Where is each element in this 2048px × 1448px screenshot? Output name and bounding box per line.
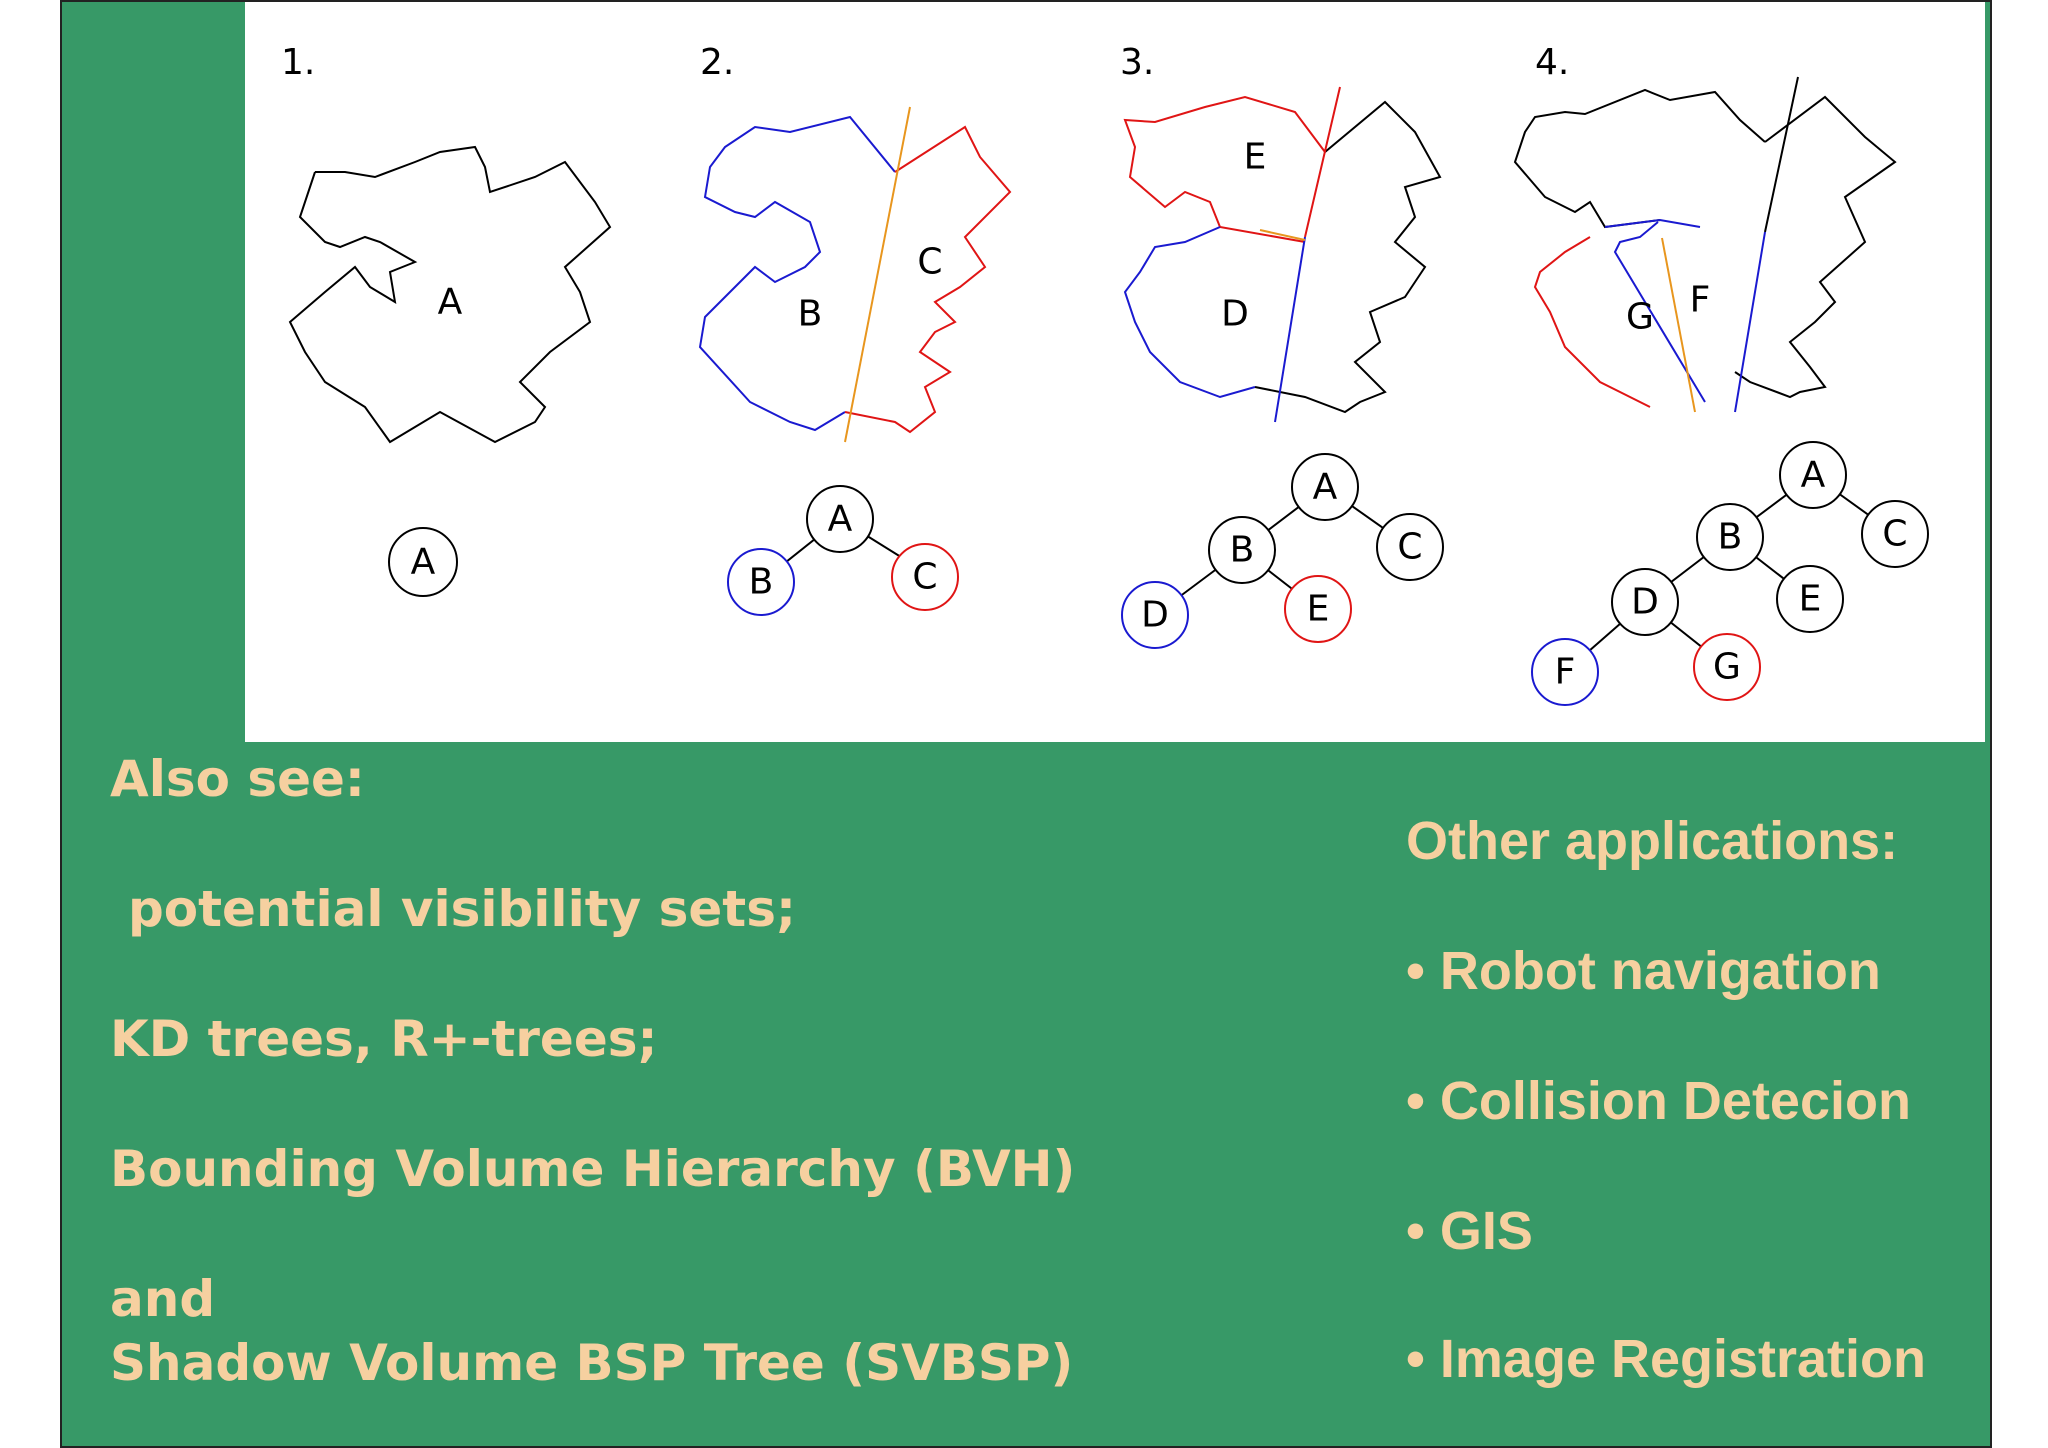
tree-node-d-label: D (1631, 582, 1659, 623)
tree-node-b-label: B (749, 562, 774, 603)
panel-2-split-line (844, 106, 911, 443)
region-label-d: D (1221, 294, 1249, 335)
region-label-c: C (917, 242, 942, 283)
tree-node-b-label: B (1718, 517, 1743, 558)
tree-node-e-label: E (1799, 579, 1822, 620)
tree-node-b (1208, 516, 1276, 584)
panel-number-4: 4. (1535, 42, 1569, 83)
tree-node-c-label: C (1397, 527, 1422, 568)
slide: 1. 2. 3. 4. A A B C (60, 0, 1992, 1448)
application-item-image-registration: • Image Registration (1406, 1329, 1927, 1389)
panel-3-tree: A B C D E (1121, 453, 1444, 649)
application-item-collision-detection: • Collision Detecion (1406, 1071, 1911, 1131)
tree-node-e-label: E (1307, 589, 1330, 630)
tree-node-c-label: C (1882, 514, 1907, 555)
tree-node-e (1284, 575, 1352, 643)
tree-node-c-label: C (912, 557, 937, 598)
tree-node-e (1776, 565, 1844, 633)
tree-node-b-label: B (1230, 530, 1255, 571)
also-see-item-5: Shadow Volume BSP Tree (SVBSP) (110, 1334, 1074, 1392)
panel-3-polygon (1123, 95, 1442, 414)
region-label-a: A (438, 282, 463, 323)
tree-node-f-label: F (1555, 652, 1576, 693)
tree-node-b (1696, 503, 1764, 571)
panel-3-split-orange (1259, 229, 1306, 241)
bsp-diagram: 1. 2. 3. 4. A A B C (281, 42, 1929, 706)
tree-node-a-label: A (828, 499, 853, 540)
region-label-g: G (1626, 297, 1654, 338)
region-label-f: F (1690, 280, 1711, 321)
panel-4-tree: A B C D E F G (1531, 441, 1929, 706)
tree-node-c (891, 543, 959, 611)
other-applications-heading: Other applications: (1406, 811, 1899, 871)
bsp-figure: 1. 2. 3. 4. A A B C (245, 2, 1985, 742)
panel-4-split-orange (1661, 237, 1696, 413)
tree-node-a (806, 485, 874, 553)
application-item-gis: • GIS (1406, 1201, 1533, 1261)
panel-1-tree: A (388, 527, 458, 597)
panel-2-polygon (698, 115, 1012, 434)
tree-node-a (1779, 441, 1847, 509)
panel-3-split-red (1304, 86, 1341, 238)
also-see-heading: Also see: (110, 750, 365, 808)
region-label-e: E (1244, 137, 1267, 178)
panel-number-1: 1. (281, 42, 315, 83)
tree-node-a-label: A (1801, 455, 1826, 496)
panel-4-split-blue (1734, 231, 1766, 413)
also-see-item-4: and (110, 1270, 216, 1328)
also-see-item-1: potential visibility sets; (128, 880, 796, 938)
tree-node-g (1693, 633, 1761, 701)
tree-node-c (1861, 500, 1929, 568)
tree-node-b (727, 548, 795, 616)
tree-node-a (388, 527, 458, 597)
also-see-item-2: KD trees, R+-trees; (110, 1010, 658, 1068)
panel-3-split-blue (1274, 236, 1306, 423)
panel-number-2: 2. (700, 42, 734, 83)
panel-4-polygon (1513, 88, 1897, 408)
tree-node-a (1291, 453, 1359, 521)
tree-node-f (1531, 638, 1599, 706)
panel-4-split-black (1764, 76, 1799, 233)
panel-number-3: 3. (1120, 42, 1154, 83)
panel-1-polygon (288, 145, 612, 444)
tree-node-d (1121, 581, 1189, 649)
tree-node-c (1376, 513, 1444, 581)
tree-node-a-label: A (1313, 467, 1338, 508)
tree-node-d (1611, 568, 1679, 636)
panel-2-tree: A B C (727, 485, 959, 616)
also-see-item-3: Bounding Volume Hierarchy (BVH) (110, 1140, 1076, 1198)
tree-node-g-label: G (1713, 647, 1741, 688)
tree-node-d-label: D (1141, 595, 1169, 636)
application-item-robot-navigation: • Robot navigation (1406, 941, 1881, 1001)
region-label-b: B (798, 294, 823, 335)
tree-node-a-label: A (411, 542, 436, 583)
